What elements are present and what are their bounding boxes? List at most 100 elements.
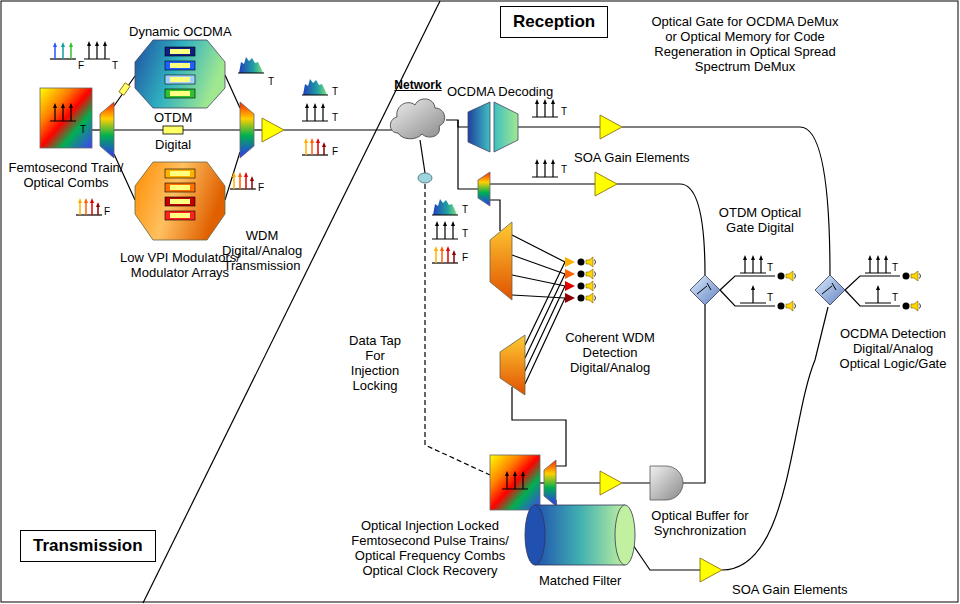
- receiver-wires: [617, 184, 705, 275]
- component-label: Optical Gate for OCDMA DeMux or Optical …: [645, 14, 845, 74]
- transmitter-parts: [262, 118, 284, 142]
- receiver-parts: [490, 222, 512, 300]
- transmitter-parts: [135, 162, 225, 240]
- receiver-wires: [622, 127, 830, 275]
- receiver-parts: [903, 271, 921, 281]
- axis-letter: T: [892, 292, 898, 304]
- transmitter-parts: [40, 88, 92, 148]
- receiver-parts: [578, 269, 596, 279]
- axis-letter: T: [892, 262, 898, 274]
- receiver-parts: [565, 293, 575, 303]
- receiver-wires: [518, 126, 600, 127]
- receiver-parts: [815, 275, 845, 305]
- component-label: Matched Filter: [539, 573, 621, 588]
- receiver-parts: [578, 293, 596, 303]
- receiver-wires: [425, 184, 490, 475]
- receiver-parts: [595, 172, 617, 196]
- receiver-parts: [690, 275, 720, 305]
- transmitter-parts: [165, 211, 195, 220]
- receiver-parts: [865, 255, 891, 273]
- component-label: SOA Gain Elements: [732, 582, 848, 597]
- node-title: Reception: [513, 12, 595, 32]
- receiver-parts: [615, 505, 635, 565]
- transmitter-parts: [165, 61, 195, 70]
- receiver-parts: [432, 199, 458, 215]
- transmitter-wires: [284, 129, 396, 130]
- transmitter-parts: [163, 126, 183, 134]
- receiver-parts: [535, 505, 625, 565]
- receiver-parts: [544, 460, 556, 506]
- receiver-parts: [494, 102, 518, 152]
- receiver-wires: [420, 140, 425, 173]
- transmitter-parts: [165, 183, 195, 192]
- receiver-wires: [683, 305, 705, 483]
- transmitter-parts: [170, 91, 190, 96]
- axis-letter: F: [78, 60, 84, 72]
- node-title: Transmission: [33, 536, 143, 556]
- transmitter-parts: [135, 40, 225, 108]
- receiver-parts: [500, 335, 525, 395]
- receiver-parts: [525, 505, 545, 565]
- transmitter-parts: [100, 102, 114, 158]
- component-label: Optical Injection Locked Femtosecond Pul…: [348, 518, 513, 578]
- transmitter-wires: [254, 129, 262, 130]
- cloud-shape: [390, 99, 444, 139]
- receiver-wires: [525, 262, 565, 384]
- axis-letter: F: [462, 252, 468, 264]
- receiver-wires: [845, 276, 900, 306]
- receiver-wires: [420, 120, 900, 570]
- component-label: Digital: [155, 137, 191, 152]
- component-label: Data Tap For Injection Locking: [343, 333, 408, 393]
- transmitter-parts: [76, 198, 102, 215]
- receiver-parts: [578, 281, 596, 291]
- receiver-parts: [535, 505, 625, 565]
- title-box: Reception: [500, 6, 608, 38]
- axis-letter: F: [104, 206, 110, 218]
- transmitter-parts: [165, 197, 195, 206]
- transmitter-wires: [114, 76, 135, 106]
- transmitter-parts: [240, 102, 254, 158]
- receiver-parts: [822, 283, 836, 294]
- transmitter-parts: [165, 47, 195, 56]
- receiver-wires: [490, 200, 500, 231]
- receiver-wires: [490, 183, 595, 184]
- receiver-parts: [903, 301, 921, 311]
- component-label: Optical Buffer for Synchronization: [640, 508, 760, 538]
- axis-letter: T: [462, 228, 468, 240]
- transmitter-parts: [119, 83, 130, 95]
- transmitter-parts: [230, 172, 256, 189]
- transmitter-parts: [302, 79, 328, 95]
- transmitter-parts: [165, 169, 195, 178]
- receiver-parts: [740, 255, 766, 273]
- title-box: Transmission: [20, 530, 156, 562]
- transmitter-parts: [170, 213, 190, 218]
- receiver-parts: [532, 99, 558, 117]
- transmitter-parts: [40, 40, 328, 240]
- receiver-parts: [600, 115, 622, 139]
- receiver-wires: [720, 276, 775, 306]
- axis-letter: T: [80, 124, 86, 136]
- receiver-parts: [600, 471, 622, 495]
- receiver-wires: [633, 545, 700, 570]
- component-label: OCDMA Detection Digital/Analog Optical L…: [836, 326, 951, 371]
- transmitter-parts: [170, 63, 190, 68]
- axis-letter: F: [258, 182, 264, 194]
- transmitter-parts: [50, 103, 76, 121]
- receiver-parts: [532, 159, 558, 177]
- axis-letter: F: [332, 146, 338, 158]
- component-label: OTDM Optical Gate Digital: [718, 205, 803, 235]
- transmitter-wires: [92, 75, 396, 200]
- receiver-parts: [490, 455, 540, 510]
- receiver-parts: [697, 283, 711, 294]
- receiver-parts: [432, 221, 458, 239]
- receiver-wires: [512, 387, 566, 466]
- receiver-parts: [565, 257, 575, 267]
- axis-letter: T: [332, 86, 338, 98]
- transmitter-parts: [302, 103, 328, 121]
- component-label: Coherent WDM Detection Digital/Analog: [555, 330, 665, 375]
- receiver-parts: [565, 281, 575, 291]
- receiver-parts: [865, 285, 891, 303]
